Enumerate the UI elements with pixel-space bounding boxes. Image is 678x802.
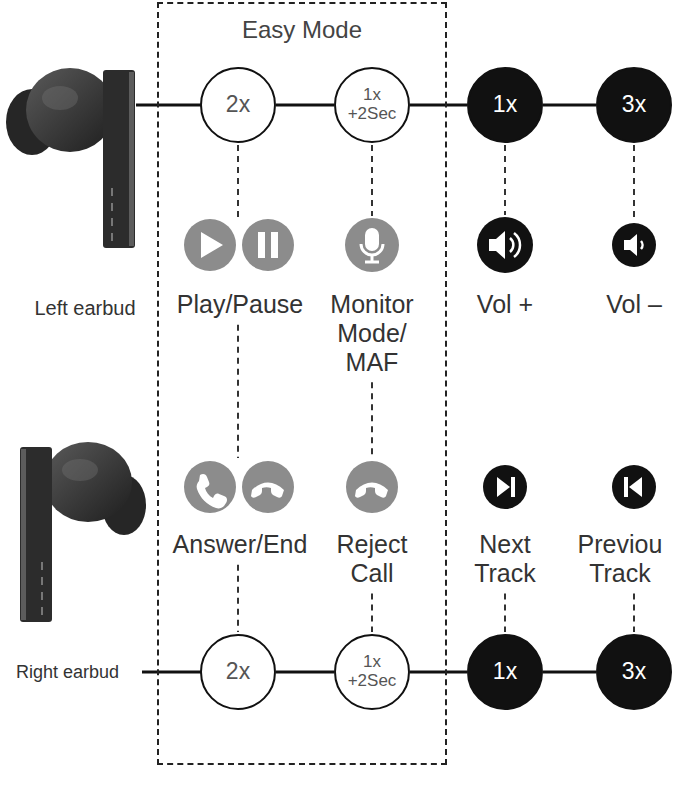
hangup-symbol	[355, 483, 388, 498]
end-call-icon	[242, 461, 294, 513]
gesture-circle: 1x	[467, 67, 543, 143]
stem-tick	[111, 233, 113, 241]
play-symbol	[201, 232, 223, 258]
gesture-text: 2x	[226, 92, 250, 117]
reject-call-icon	[346, 461, 398, 513]
leader-line	[237, 325, 239, 458]
previous-symbol	[624, 477, 628, 497]
control-line	[276, 104, 334, 107]
gesture-text: 1x +2Sec	[346, 653, 398, 690]
stem-edge	[129, 72, 134, 246]
next-symbol	[511, 477, 515, 497]
gesture-circle: 1x	[467, 634, 543, 710]
group-title: Easy Mode	[159, 16, 445, 44]
function-label: Answer/End	[155, 530, 325, 559]
part-label: Right earbud	[16, 662, 146, 683]
control-line	[543, 104, 596, 107]
gesture-circle: 2x	[200, 634, 276, 710]
stem-tick	[41, 607, 43, 615]
leader-line	[504, 145, 506, 215]
hangup-symbol	[251, 483, 284, 498]
control-line	[410, 104, 467, 107]
next-symbol	[497, 477, 510, 497]
answer-icon	[184, 461, 236, 513]
stem-tick	[111, 203, 113, 211]
leader-line	[371, 594, 373, 633]
leader-line	[633, 594, 635, 633]
gesture-circle: 1x +2Sec	[334, 67, 410, 143]
control-line	[276, 671, 334, 674]
pause-icon	[242, 219, 294, 271]
speaker-symbol	[489, 231, 505, 259]
control-line	[543, 671, 596, 674]
part-label: Left earbud	[15, 297, 155, 320]
sound-wave	[641, 241, 643, 249]
speaker-symbol	[624, 234, 637, 256]
gesture-circle: 3x	[596, 634, 672, 710]
left-earbud-figure	[6, 68, 135, 248]
sound-wave	[510, 238, 513, 252]
previous-track-icon	[612, 465, 656, 509]
control-line	[410, 671, 467, 674]
previous-symbol	[629, 477, 642, 497]
gesture-text: 1x +2Sec	[346, 86, 398, 123]
gesture-text: 1x	[493, 92, 517, 117]
microphone-symbol	[361, 244, 383, 255]
gesture-circle: 3x	[596, 67, 672, 143]
stem-edge	[21, 449, 26, 620]
leader-line	[237, 565, 239, 632]
volume-down-icon	[612, 223, 656, 267]
stem-tick	[111, 218, 113, 226]
function-label: Reject Call	[317, 530, 427, 588]
microphone-symbol	[365, 228, 379, 251]
function-label: Play/Pause	[155, 290, 325, 319]
mode-group-box: Easy Mode 2x 1x +2Sec 2x 1x +2Sec	[157, 2, 447, 765]
earbud-highlight	[42, 86, 78, 110]
stem-tick	[41, 562, 43, 570]
earbud-highlight	[62, 459, 98, 481]
leader-line	[633, 145, 635, 221]
microphone-icon	[345, 218, 399, 272]
gesture-circle: 2x	[200, 67, 276, 143]
leader-lines	[238, 145, 634, 632]
control-line	[136, 104, 202, 107]
stem-tick	[111, 188, 113, 196]
gesture-text: 3x	[622, 659, 646, 684]
gesture-text: 3x	[622, 92, 646, 117]
next-track-icon	[483, 465, 527, 509]
volume-up-icon	[477, 217, 533, 273]
earbud-body	[26, 68, 114, 152]
function-label: Vol –	[594, 290, 674, 319]
play-icon	[184, 219, 236, 271]
stem-tick	[41, 577, 43, 585]
leader-line	[504, 594, 506, 633]
gesture-text: 1x	[493, 659, 517, 684]
function-label: Previou Track	[570, 530, 670, 588]
leader-line	[371, 382, 373, 458]
control-line	[142, 671, 202, 674]
earbud-body	[44, 442, 132, 522]
gesture-text: 2x	[226, 659, 250, 684]
right-earbud-figure	[20, 442, 146, 622]
function-label: Vol +	[455, 290, 555, 319]
microphone-symbol	[365, 261, 379, 264]
stem-tick	[41, 592, 43, 600]
pause-symbol	[271, 232, 278, 258]
earbud-stem	[103, 70, 135, 248]
leader-line	[371, 145, 373, 216]
leader-line	[237, 145, 239, 217]
sound-wave	[514, 233, 520, 257]
gesture-circle: 1x +2Sec	[334, 634, 410, 710]
function-label: Monitor Mode/ MAF	[317, 290, 427, 376]
phone-symbol	[197, 474, 227, 508]
pause-symbol	[258, 232, 265, 258]
function-label: Next Track	[455, 530, 555, 588]
earbud-stem	[20, 447, 52, 622]
